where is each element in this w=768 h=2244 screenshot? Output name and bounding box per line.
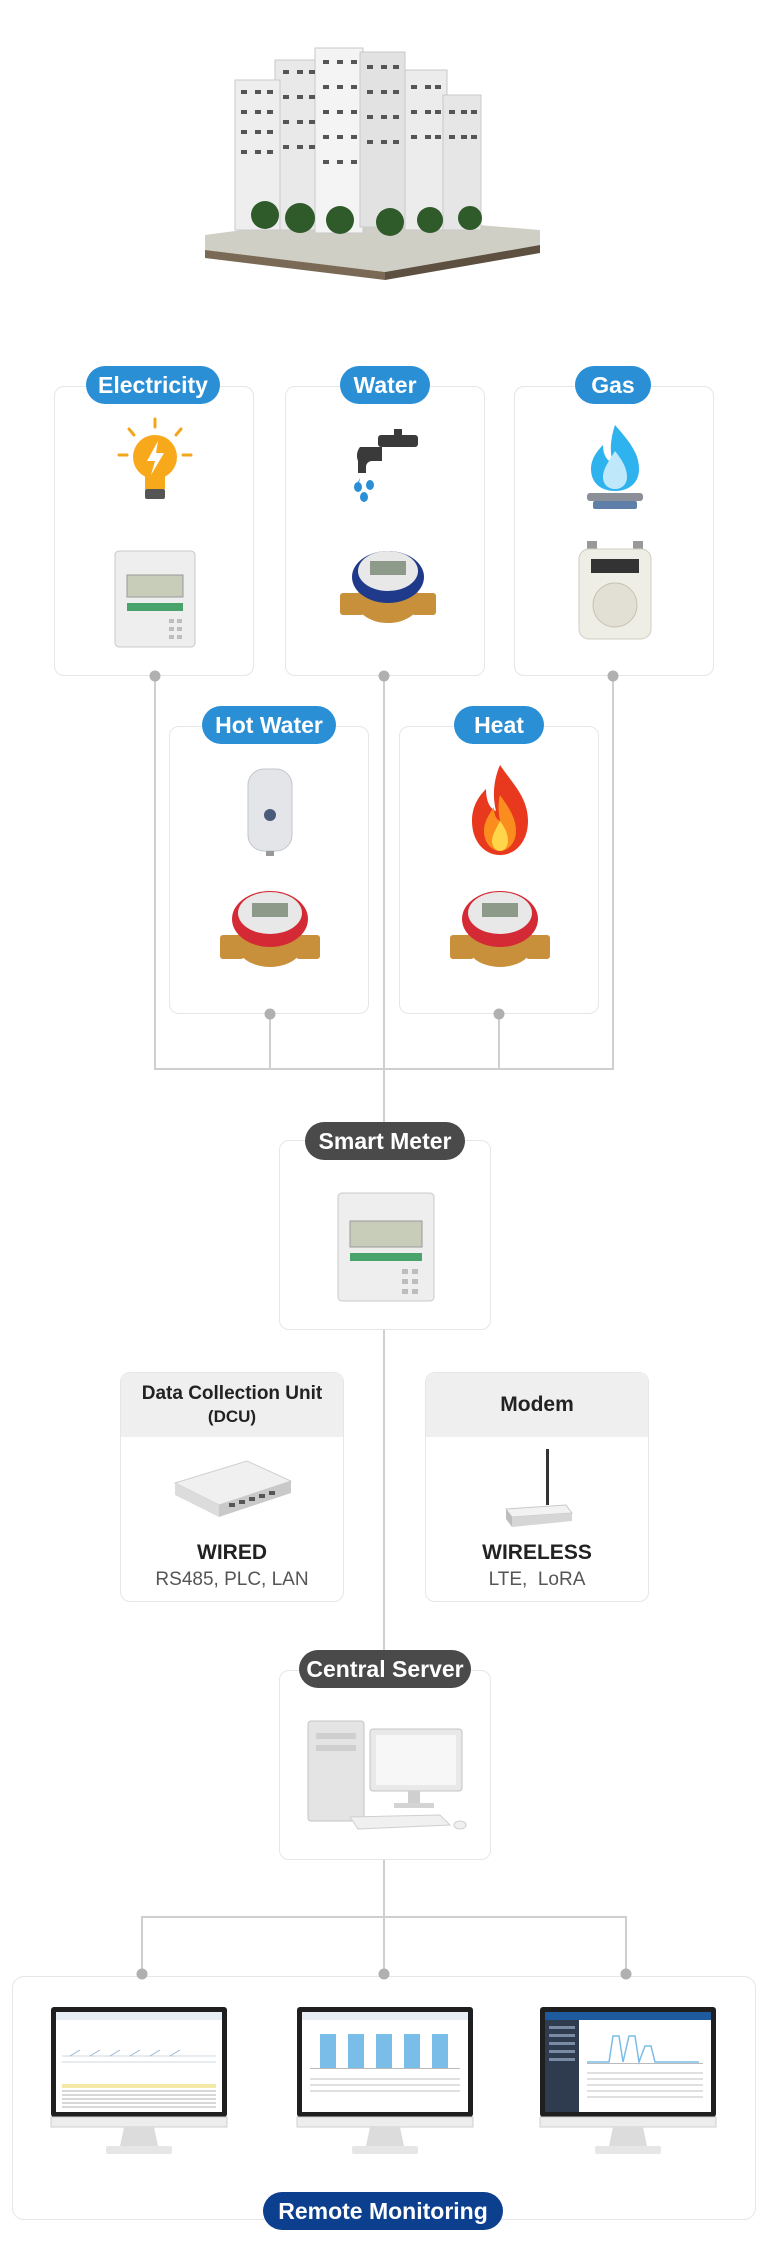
modem-type: WIRELESS bbox=[482, 1541, 592, 1564]
apartment-building-image bbox=[205, 40, 540, 280]
connector-line bbox=[141, 1916, 627, 1918]
gas-meter-image bbox=[575, 539, 655, 645]
water-label: Water bbox=[340, 366, 430, 404]
dcu-title-abbreviation: (DCU) bbox=[207, 1407, 257, 1426]
modem-card: Modem WIRELESS LTE, LoRA bbox=[425, 1372, 649, 1602]
connector-dot bbox=[136, 1968, 148, 1980]
connector-dot bbox=[620, 1968, 632, 1980]
dcu-protocols: RS485, PLC, LAN bbox=[155, 1569, 309, 1590]
hot-water-label: Hot Water bbox=[202, 706, 336, 744]
heat-card bbox=[399, 726, 599, 1014]
connector-dot bbox=[378, 1968, 390, 1980]
modem-header: Modem bbox=[426, 1373, 648, 1437]
gas-flame-icon bbox=[579, 421, 651, 511]
heat-label: Heat bbox=[454, 706, 544, 744]
central-server-label: Central Server bbox=[299, 1650, 471, 1688]
connector-line bbox=[141, 1916, 143, 1972]
connector-line bbox=[612, 676, 614, 1070]
connector-line bbox=[269, 1014, 271, 1070]
gas-card bbox=[514, 386, 714, 676]
monitor-line-chart-dashboard bbox=[539, 2006, 717, 2158]
dcu-title: Data Collection Unit bbox=[141, 1383, 323, 1404]
connector-dot bbox=[149, 670, 161, 682]
water-tap-icon bbox=[350, 427, 422, 503]
remote-monitoring-label: Remote Monitoring bbox=[263, 2192, 503, 2230]
connector-dot bbox=[493, 1008, 505, 1020]
connector-dot bbox=[607, 670, 619, 682]
desktop-computer-image bbox=[304, 1715, 470, 1835]
heat-meter-image bbox=[448, 877, 552, 981]
smart-meter-label: Smart Meter bbox=[305, 1122, 465, 1160]
electricity-card bbox=[54, 386, 254, 676]
central-server-card bbox=[279, 1670, 491, 1860]
light-bulb-icon bbox=[115, 417, 195, 507]
modem-title: Modem bbox=[500, 1393, 574, 1416]
hot-water-meter-image bbox=[218, 877, 322, 981]
connector-line bbox=[625, 1916, 627, 1972]
dcu-header: Data Collection Unit (DCU) bbox=[121, 1373, 343, 1437]
electricity-label: Electricity bbox=[86, 366, 220, 404]
monitor-table-dashboard bbox=[50, 2006, 228, 2158]
connector-dot bbox=[378, 670, 390, 682]
gas-label: Gas bbox=[575, 366, 651, 404]
smart-meter-card bbox=[279, 1140, 491, 1330]
hot-water-card bbox=[169, 726, 369, 1014]
water-meter-image bbox=[338, 537, 438, 637]
connector-line bbox=[154, 676, 156, 1070]
dcu-type: WIRED bbox=[197, 1541, 267, 1564]
connector-dot bbox=[264, 1008, 276, 1020]
dcu-device-image bbox=[171, 1453, 295, 1525]
water-heater-icon bbox=[244, 767, 296, 857]
modem-device-image bbox=[502, 1447, 574, 1531]
dcu-card: Data Collection Unit (DCU) WIRED RS485, … bbox=[120, 1372, 344, 1602]
smart-meter-image bbox=[336, 1191, 436, 1303]
connector-line bbox=[498, 1014, 500, 1070]
monitor-bar-chart-dashboard bbox=[296, 2006, 474, 2158]
electricity-meter-image bbox=[113, 549, 197, 649]
water-card bbox=[285, 386, 485, 676]
fire-icon bbox=[466, 763, 534, 859]
modem-protocols: LTE, LoRA bbox=[488, 1569, 586, 1590]
